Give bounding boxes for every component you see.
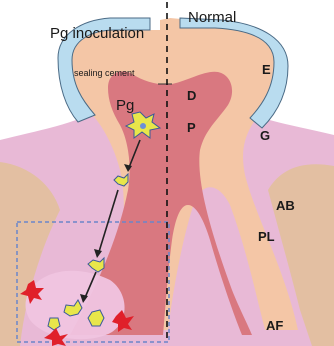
heading-normal: Normal: [188, 9, 236, 26]
label-apical-foramen: AF: [266, 318, 283, 333]
label-dentin: D: [187, 88, 196, 103]
label-enamel: E: [262, 62, 271, 77]
label-sealing-cement: sealing cement: [74, 68, 135, 78]
label-pulp: P: [187, 120, 196, 135]
label-pg: Pg: [116, 97, 134, 114]
heading-pg-inoculation: Pg inoculation: [50, 25, 144, 42]
label-gingiva: G: [260, 128, 270, 143]
label-periodontal-ligament: PL: [258, 229, 275, 244]
label-alveolar-bone: AB: [276, 198, 295, 213]
